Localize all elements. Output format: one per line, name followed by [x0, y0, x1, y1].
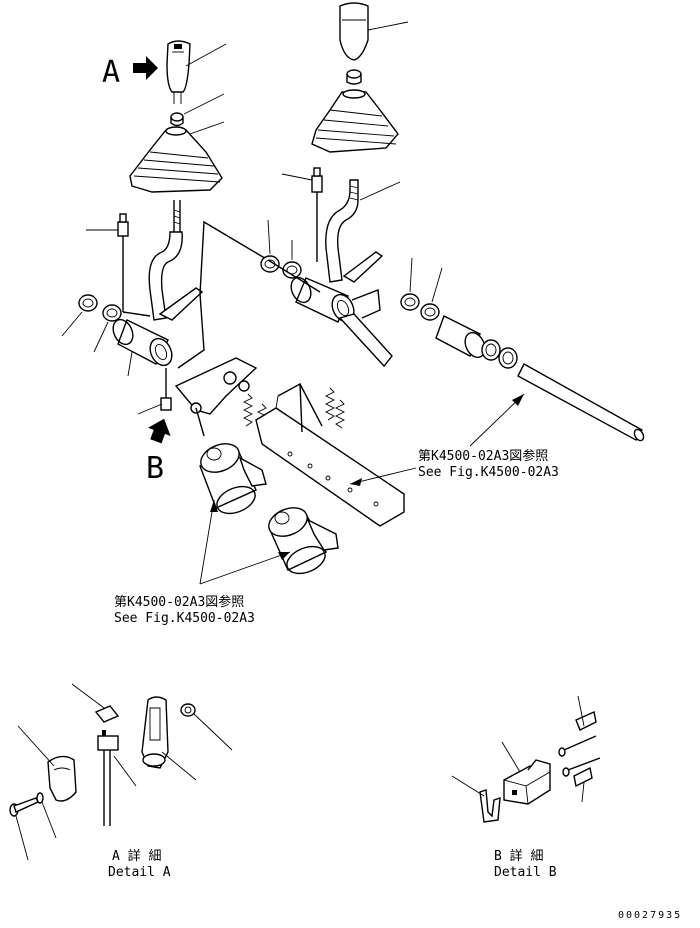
detail-a: A 詳 細 Detail A: [9, 683, 233, 880]
view-a-callout: A: [102, 55, 158, 90]
reference-right-en: See Fig.K4500-02A3: [418, 465, 559, 480]
detail-b-jp: B 詳 細: [494, 848, 543, 864]
left-boot: [129, 126, 223, 193]
detail-a-screw: [9, 792, 57, 861]
linkage-plate: [174, 357, 258, 437]
right-lower-bushings: [400, 293, 440, 321]
leader-lines: [61, 21, 525, 585]
drawing-number: 00027935: [618, 910, 682, 921]
left-tube: [112, 318, 173, 367]
linkage-rod-frame: [177, 220, 269, 369]
detail-a-nut: [180, 703, 233, 751]
reference-right: 第K4500-02A3図参照 See Fig.K4500-02A3: [418, 448, 559, 480]
left-lever-assembly: [78, 40, 223, 411]
left-nut: [170, 112, 184, 127]
detail-b-screws: [558, 695, 601, 803]
spacer-tube: [435, 315, 486, 359]
left-small-bolt: [160, 368, 172, 411]
arrow-right-icon: [133, 56, 158, 80]
bracket-rail: [255, 382, 405, 527]
reference-bottom-en: See Fig.K4500-02A3: [114, 611, 255, 626]
detail-a-jp: A 詳 細: [112, 848, 161, 864]
detail-b: B 詳 細 Detail B: [451, 695, 601, 880]
right-lever-assembly: [260, 2, 645, 442]
reference-bottom-jp: 第K4500-02A3図参照: [114, 594, 244, 610]
detail-b-clip: [451, 775, 501, 823]
left-rod: [173, 200, 181, 232]
right-grease-fitting: [311, 167, 323, 262]
right-upper-bushings: [260, 255, 302, 279]
reference-right-jp: 第K4500-02A3図参照: [418, 448, 548, 464]
detail-b-block: [501, 741, 551, 805]
detail-a-switch: [97, 730, 137, 826]
detail-a-cover: [17, 725, 77, 802]
reference-bottom: 第K4500-02A3図参照 See Fig.K4500-02A3: [114, 594, 255, 626]
right-nut: [346, 69, 362, 85]
detail-a-knob-half: [141, 696, 197, 781]
arrow-up-icon: [148, 418, 171, 444]
solenoid-upper: [199, 443, 267, 515]
view-a-label: A: [102, 55, 120, 90]
right-tube: [290, 276, 355, 323]
solenoid-lower: [268, 507, 339, 575]
washers: [481, 339, 518, 369]
view-b-label: B: [146, 451, 164, 486]
left-knob: [166, 40, 191, 104]
left-grease-fitting: [117, 213, 151, 317]
left-bushings: [78, 294, 122, 322]
right-knob: [339, 2, 369, 61]
detail-a-en: Detail A: [108, 865, 171, 880]
detail-b-en: Detail B: [494, 865, 557, 880]
long-shaft: [517, 363, 645, 442]
right-boot: [311, 89, 399, 153]
view-b-callout: B: [146, 418, 171, 486]
